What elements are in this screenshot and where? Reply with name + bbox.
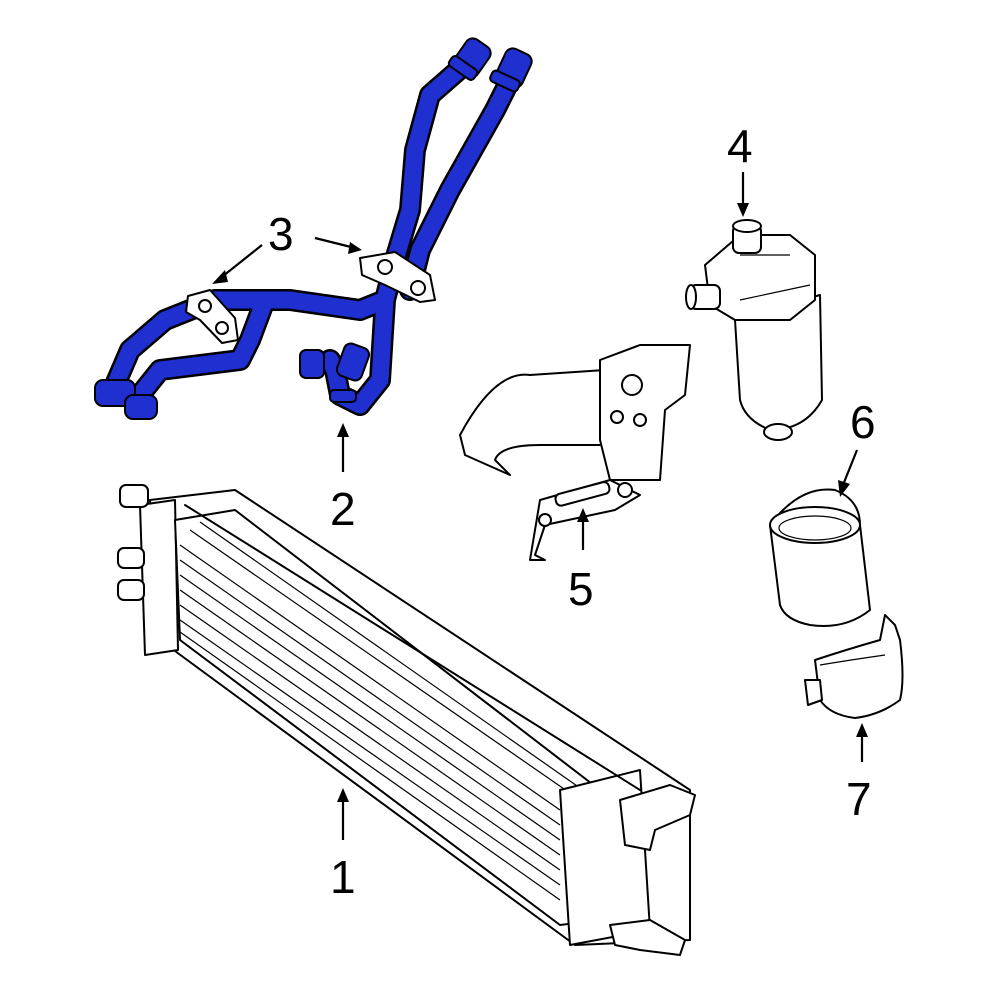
- part-7-retaining-bracket: [804, 614, 904, 719]
- callout-3: 3: [268, 208, 294, 260]
- leader-lines: [212, 172, 868, 840]
- part-4-coolant-pump: [685, 219, 823, 441]
- callout-2: 2: [330, 483, 356, 535]
- callout-5: 5: [568, 563, 594, 615]
- part-3-hose-clips: [185, 251, 436, 344]
- callout-4: 4: [727, 120, 753, 172]
- callout-6: 6: [850, 396, 876, 448]
- callout-labels: 1 2 3 4 5 6 7: [268, 120, 876, 903]
- part-6-pump-insulator: [769, 488, 871, 627]
- part-2-coolant-hose: [94, 37, 533, 420]
- callout-7: 7: [846, 773, 872, 825]
- part-1-radiator: [117, 484, 696, 956]
- callout-1: 1: [330, 851, 356, 903]
- part-5-mounting-bracket: [459, 344, 691, 561]
